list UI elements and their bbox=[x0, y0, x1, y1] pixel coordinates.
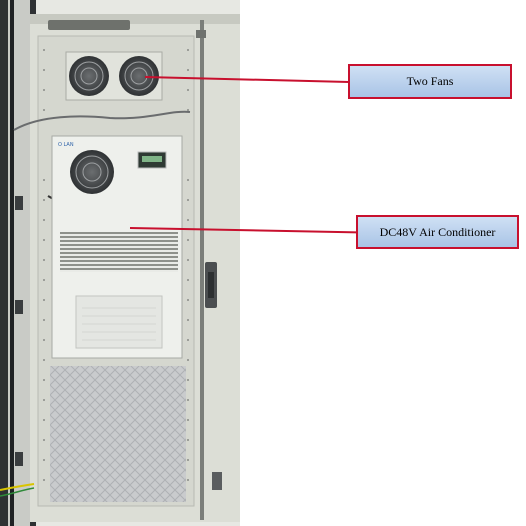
fans-callout-label: Two Fans bbox=[348, 64, 512, 99]
cabinet-photo: Ο LAN bbox=[0, 0, 240, 526]
air-conditioner-callout-label: DC48V Air Conditioner bbox=[356, 215, 519, 249]
ac-exhaust-grille bbox=[60, 232, 178, 272]
fan-unit bbox=[65, 51, 163, 101]
cable bbox=[13, 110, 191, 131]
ac-fan-grille bbox=[70, 150, 114, 194]
svg-text:Ο LAN: Ο LAN bbox=[58, 142, 74, 148]
insulation-foil-panel bbox=[50, 366, 186, 502]
door-hinge-right bbox=[212, 472, 222, 490]
ac-spec-label bbox=[75, 295, 163, 349]
perforation-dots bbox=[43, 49, 189, 481]
air-conditioner-unit: Ο LAN bbox=[51, 135, 183, 359]
door-stay-rod bbox=[200, 20, 204, 520]
top-vent-strip bbox=[48, 20, 130, 30]
hinge bbox=[15, 300, 23, 314]
ground-wire bbox=[0, 483, 35, 491]
hinge bbox=[15, 452, 23, 466]
hinge bbox=[15, 196, 23, 210]
